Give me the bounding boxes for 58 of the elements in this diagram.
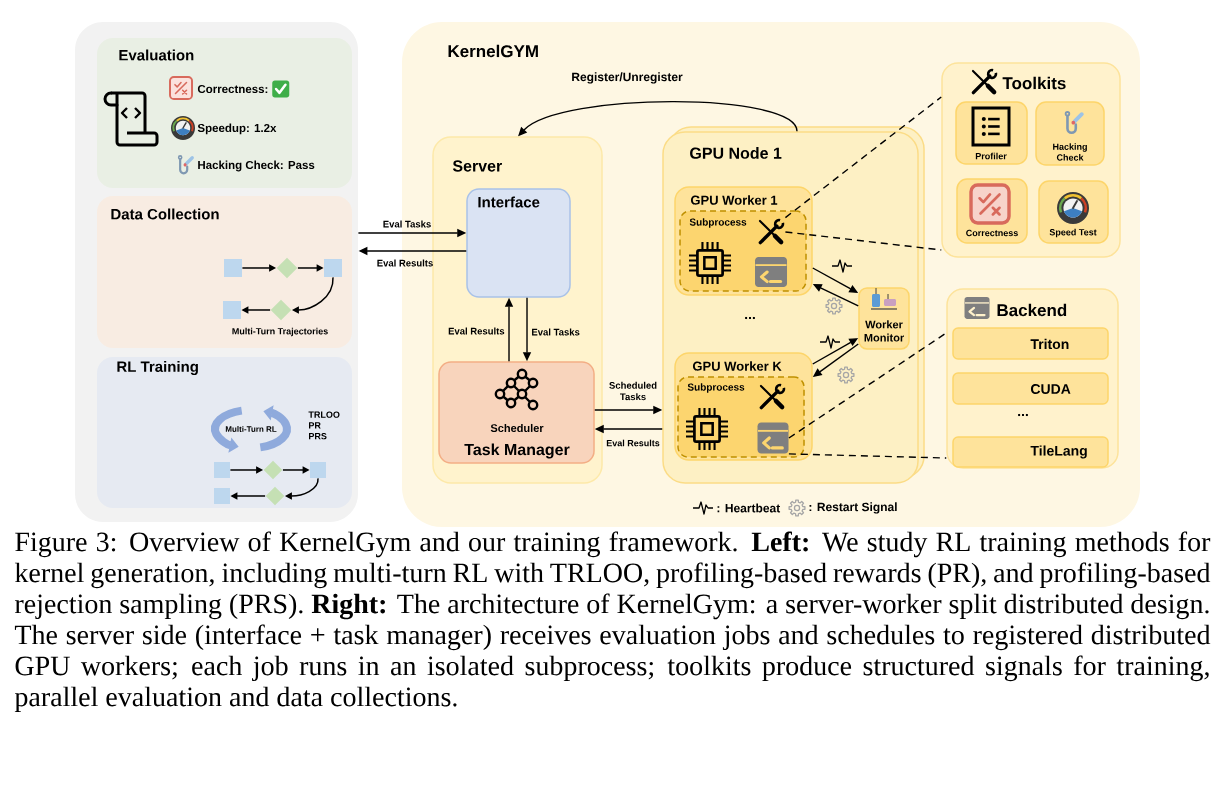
arrow	[285, 477, 319, 500]
diamond-node	[276, 257, 298, 279]
heading: KernelGYM	[448, 44, 538, 58]
square-node	[224, 259, 242, 277]
dashed-line	[784, 231, 942, 251]
dashed-line	[788, 332, 947, 439]
method-list: TRLOO PR PRS	[308, 411, 340, 440]
metric-text: Speedup: 1.2x	[197, 123, 277, 135]
edge-label: Eval Results	[448, 327, 505, 335]
backend-row: CUDA	[952, 372, 1109, 405]
panel	[97, 357, 352, 508]
heading: RL Training	[117, 361, 198, 375]
edge-label: Eval Results	[606, 439, 660, 447]
heading: Backend	[997, 303, 1067, 317]
heading: Subprocess	[687, 383, 745, 393]
edge-label: Eval Tasks	[383, 220, 431, 228]
diamond-node	[270, 299, 292, 321]
backend-row: TileLang	[952, 436, 1109, 468]
heading: Subprocess	[689, 218, 747, 228]
tool-card: Hacking Check	[1035, 101, 1105, 166]
heading: Evaluation	[119, 49, 194, 61]
dashed-line	[784, 96, 942, 219]
heading: GPU Worker 1	[690, 195, 778, 205]
edge-label: Scheduled Tasks	[609, 381, 657, 401]
legend-label: : Restart Signal	[809, 502, 897, 514]
flow-caption: Multi-Turn Trajectories	[232, 327, 328, 337]
dashed-line	[788, 453, 947, 459]
heading: Task Manager	[464, 443, 570, 459]
edge-label: Eval Results	[377, 259, 433, 267]
cycle-label: Multi-Turn RL	[225, 426, 277, 432]
heading: GPU Worker K	[692, 361, 782, 371]
caption: Figure 3: Overview of KernelGym and our training framework. Left: We study RL training methods for kernel generation, including multi-turn RL with TRLOO, profiling-based rewards (PR), and profiling-based rejection sampling (PRS). Right: The architecture of KernelGym: a server-worker split distributed design. The server side (interface + task manager) receives evaluation jobs and schedules to registered distributed GPU workers; each job runs in an isolated subprocess; toolkits produce structured signals for training, parallel evaluation and data collections.	[14, 531, 1211, 713]
ellipsis: ...	[745, 316, 755, 320]
heading: Toolkits	[1002, 76, 1066, 90]
icon-label: Scheduler	[490, 423, 544, 432]
edge-label: Register/Unregister	[572, 72, 683, 84]
metric-text: Correctness:	[197, 84, 268, 94]
terminal-icon	[757, 422, 789, 454]
heading: Data Collection	[111, 208, 219, 220]
square-node	[223, 301, 241, 319]
legend-label: : Heartbeat	[717, 503, 781, 513]
diamond-node	[263, 460, 283, 480]
diamond-node	[265, 486, 285, 506]
interface-box: Interface	[466, 188, 571, 298]
edge-label: Eval Tasks	[532, 328, 580, 336]
panel	[97, 196, 352, 348]
tools-icon	[758, 218, 785, 245]
heading: Server	[452, 160, 502, 172]
backend-row: Triton	[952, 327, 1109, 360]
metric-text: Hacking Check: Pass	[198, 160, 315, 172]
panel	[438, 361, 595, 464]
heading: GPU Node 1	[690, 147, 782, 159]
square-node	[324, 259, 342, 277]
arrow	[241, 264, 276, 272]
ellipsis: ...	[1018, 413, 1028, 417]
monitor-box: Worker Monitor	[858, 287, 910, 350]
arrow	[292, 276, 334, 314]
panel	[97, 38, 352, 188]
